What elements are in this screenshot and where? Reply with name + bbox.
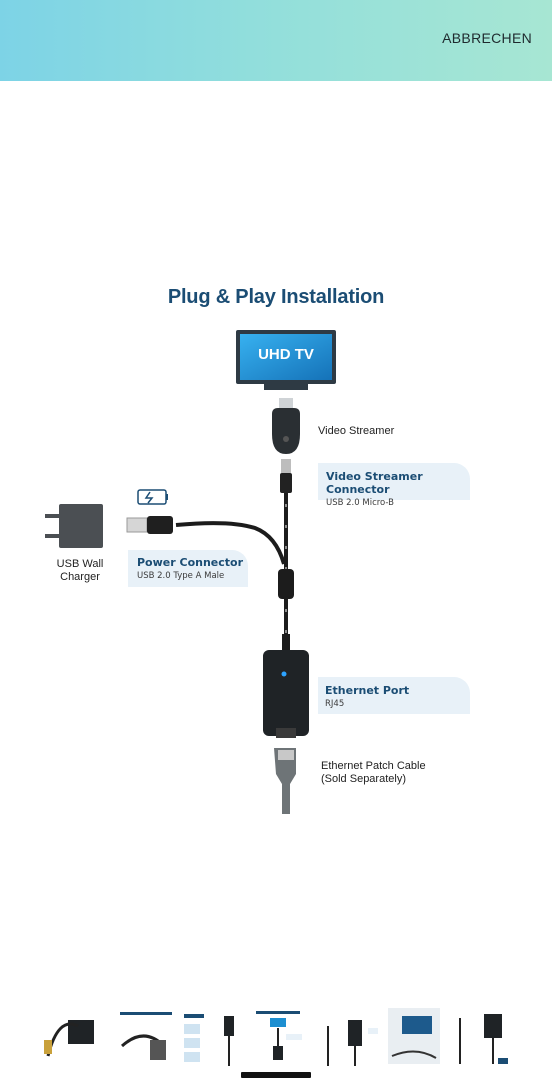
ethernet-port-callout: Ethernet Port RJ45 <box>318 677 470 714</box>
thumbnail-7[interactable] <box>452 1006 516 1070</box>
thumbnail-4-selected[interactable] <box>246 1006 310 1070</box>
power-connector-heading: Power Connector <box>137 556 244 569</box>
tv-icon <box>236 330 336 390</box>
video-streamer-label: Video Streamer <box>318 425 395 437</box>
selected-thumbnail-indicator <box>241 1072 311 1078</box>
thumbnail-strip <box>0 1006 552 1072</box>
usb-wall-charger-label: USB Wall Charger <box>52 558 108 584</box>
video-streamer-connector-sub: USB 2.0 Micro-B <box>326 498 394 508</box>
charger-line-2: Charger <box>60 571 100 583</box>
product-image[interactable]: Plug & Play Installation <box>0 264 552 814</box>
charging-icon <box>137 489 168 505</box>
power-connector-sub: USB 2.0 Type A Male <box>137 571 225 581</box>
video-streamer-icon <box>272 398 300 454</box>
ethernet-port-sub: RJ45 <box>325 699 345 709</box>
video-streamer-connector-callout: Video Streamer Connector USB 2.0 Micro-B <box>318 463 470 508</box>
power-connector-callout: Power Connector USB 2.0 Type A Male <box>128 550 248 587</box>
header-bar: ABBRECHEN <box>0 0 552 81</box>
cancel-button[interactable]: ABBRECHEN <box>442 30 532 46</box>
installation-diagram <box>45 330 336 814</box>
patch-cable-line-1: Ethernet Patch Cable <box>321 760 426 772</box>
thumbnail-1[interactable] <box>38 1006 102 1070</box>
usb-wall-charger-icon <box>45 504 103 548</box>
thumbnail-2[interactable] <box>114 1006 178 1070</box>
charger-line-1: USB Wall <box>56 558 104 570</box>
ethernet-adapter-icon <box>263 634 309 738</box>
video-streamer-connector-heading: Video Streamer Connector <box>326 470 423 496</box>
tv-label: UHD TV <box>258 346 314 363</box>
thumbnail-3[interactable] <box>180 1006 244 1070</box>
ethernet-patch-cable-label: Ethernet Patch Cable (Sold Separately) <box>321 760 426 786</box>
thumbnail-5[interactable] <box>318 1006 382 1070</box>
infographic-title: Plug & Play Installation <box>167 286 385 308</box>
thumbnail-6[interactable] <box>386 1006 450 1070</box>
patch-cable-line-2: (Sold Separately) <box>321 773 406 785</box>
ethernet-port-heading: Ethernet Port <box>325 684 410 697</box>
ethernet-patch-cable-icon <box>274 748 296 814</box>
